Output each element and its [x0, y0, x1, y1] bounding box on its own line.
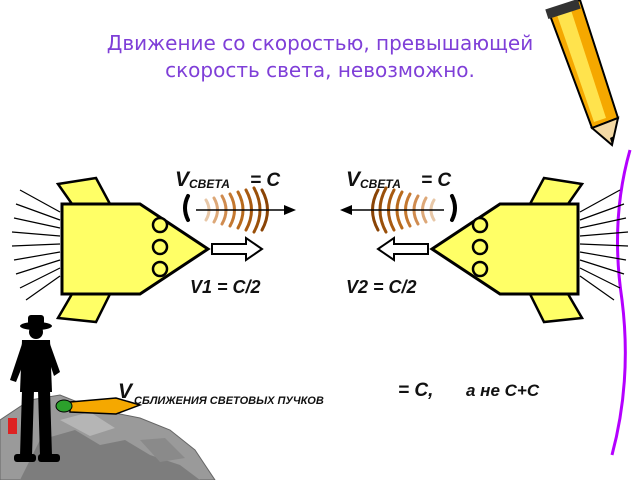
rocket-mini-icon — [55, 397, 143, 415]
closing-speed-sub: СБЛИЖЕНИЯ СВЕТОВЫХ ПУЧКОВ — [134, 395, 324, 407]
page-title: Движение со скоростью, превышающей скоро… — [60, 30, 580, 84]
closing-speed-eq: = C, — [398, 380, 433, 401]
arrow-icon — [376, 236, 429, 262]
right-rocket-speed: V2 = C/2 — [346, 277, 417, 297]
rocket-right-icon — [429, 176, 629, 324]
pencil-icon — [545, 0, 620, 147]
right-light-speed-eq: = C — [421, 170, 451, 191]
title-line-2: скорость света, невозможно. — [165, 58, 475, 82]
left-light-speed-v: V — [175, 168, 191, 191]
purple-border-line — [610, 149, 632, 456]
title-line-1: Движение со скоростью, превышающей — [106, 31, 534, 55]
arrow-icon — [211, 236, 264, 262]
arrow-icon — [196, 205, 296, 215]
left-rocket-speed: V1 = C/2 — [190, 277, 261, 297]
explorer-figure-icon — [8, 315, 60, 462]
closing-speed-tail: а не C+C — [466, 381, 540, 400]
left-light-speed-sub: СВЕТА — [189, 177, 230, 191]
rocket-left-icon — [11, 176, 211, 324]
left-light-speed-eq: = C — [250, 170, 280, 191]
right-light-speed-v: V — [346, 168, 362, 191]
arrow-icon — [340, 205, 444, 215]
right-light-speed-sub: СВЕТА — [360, 177, 401, 191]
closing-speed-v: V — [118, 380, 134, 403]
